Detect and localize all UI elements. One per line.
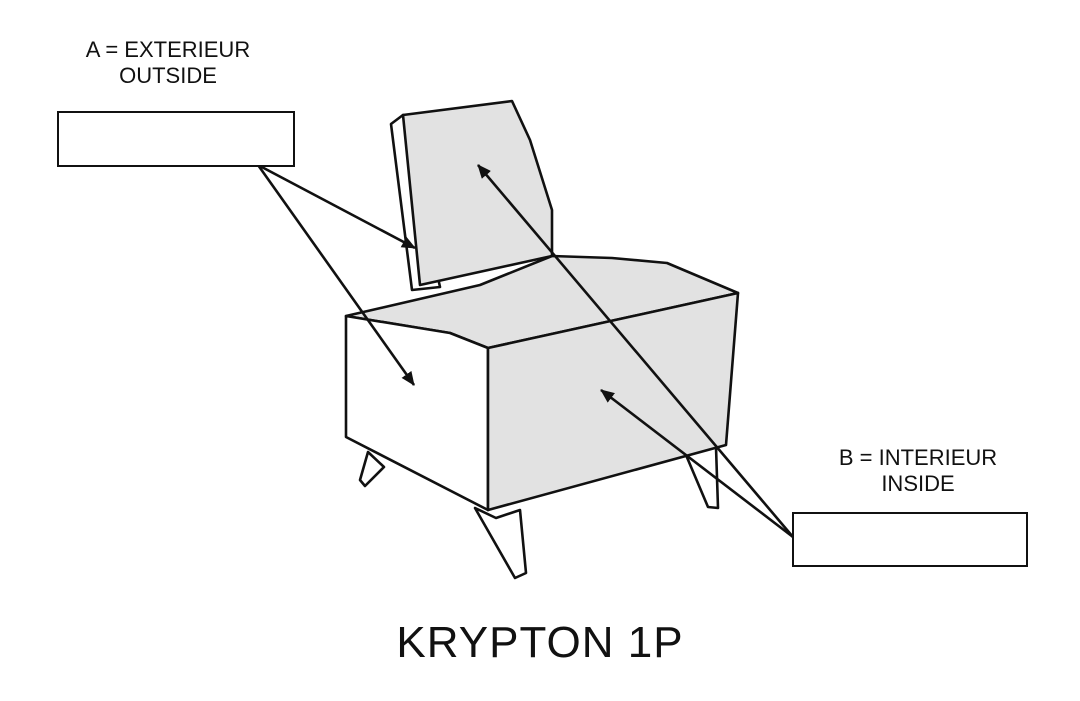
- page-title: KRYPTON 1P: [396, 618, 684, 667]
- front-leg: [473, 506, 528, 580]
- arrow-b-backrest: [477, 164, 794, 538]
- back-left-leg: [358, 450, 386, 488]
- label-b-line2: INSIDE: [881, 471, 955, 496]
- arrow-a-side: [256, 164, 416, 386]
- label-b-line1: B = INTERIEUR: [838, 445, 998, 470]
- label-exterior: A = EXTERIEUR OUTSIDE: [56, 37, 280, 89]
- arrow-b-front: [600, 388, 794, 539]
- backrest-front: [401, 99, 554, 287]
- label-interior: B = INTERIEUR INSIDE: [806, 445, 1030, 497]
- exterior-answer-box[interactable]: [57, 111, 295, 167]
- arrow-a-backrest: [257, 163, 416, 250]
- interior-answer-box[interactable]: [792, 512, 1028, 567]
- label-a-line2: OUTSIDE: [119, 63, 217, 88]
- label-a-line1: A = EXTERIEUR: [85, 37, 251, 62]
